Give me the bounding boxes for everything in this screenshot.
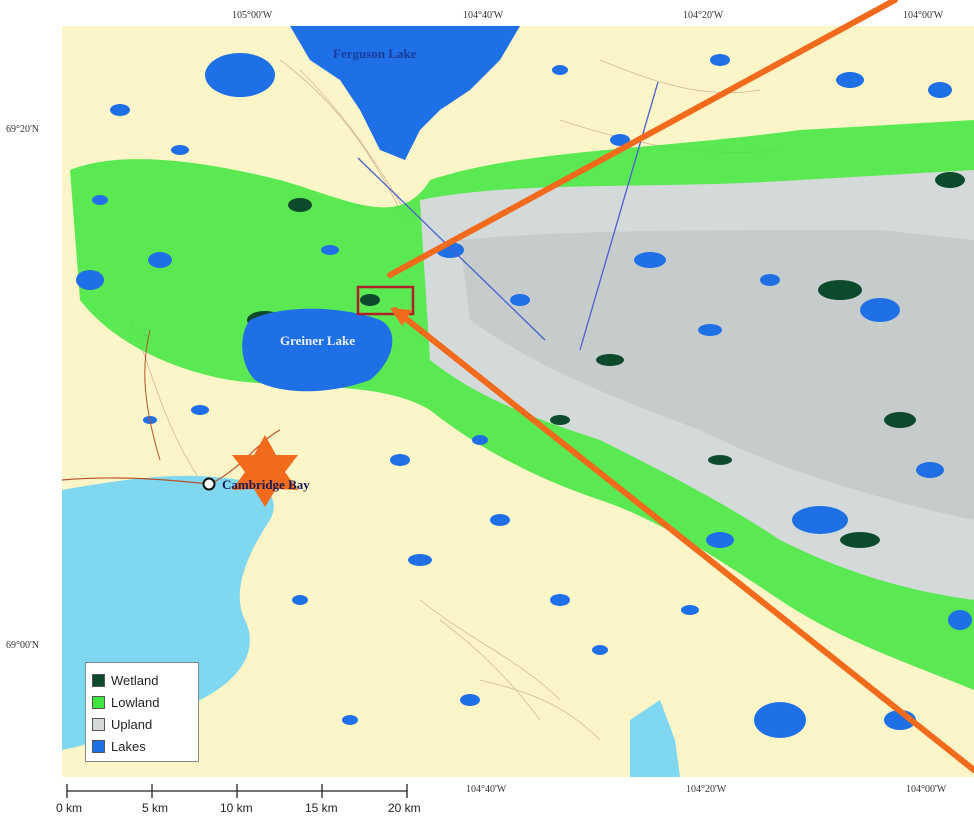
longitude-label: 104°00'W <box>903 10 944 21</box>
label-cambridge-bay: Cambridge Bay <box>222 477 310 492</box>
inlet <box>630 700 680 777</box>
callout-lines <box>387 0 974 773</box>
legend-item: Lakes <box>92 735 192 757</box>
legend-swatch <box>92 673 105 687</box>
ferguson-lake <box>290 26 520 160</box>
legend-item: Lowland <box>92 691 192 713</box>
scale-label: 15 km <box>305 801 338 815</box>
scale-label: 10 km <box>220 801 253 815</box>
legend-swatch <box>92 717 105 731</box>
legend-label: Lakes <box>111 738 146 754</box>
legend-item: Wetland <box>92 669 192 691</box>
legend-label: Upland <box>111 716 153 732</box>
upland-zone-inner <box>460 230 974 520</box>
study-area-box <box>356 285 415 316</box>
legend-swatch <box>92 695 105 709</box>
latitude-label: 69°20'N <box>6 124 40 135</box>
settlement-marker-icon <box>202 477 216 491</box>
legend-label: Wetland <box>111 672 159 688</box>
scale-bar <box>66 784 408 798</box>
longitude-label: 104°40'W <box>466 784 507 795</box>
label-greiner-lake: Greiner Lake <box>280 333 355 348</box>
longitude-label: 104°40'W <box>463 10 504 21</box>
legend-swatch <box>92 739 105 753</box>
small-lakes <box>76 53 972 738</box>
callout-arrowhead <box>390 308 412 326</box>
cambridge-bay-star-icon <box>232 435 298 507</box>
scale-label: 5 km <box>142 801 169 815</box>
road-line-north <box>144 329 161 461</box>
guide-lines <box>357 81 659 351</box>
scale-label: 20 km <box>388 801 421 815</box>
longitude-label: 104°20'W <box>686 784 727 795</box>
longitude-label: 105°00'W <box>232 10 273 21</box>
scale-label: 0 km <box>56 801 83 815</box>
legend-item: Upland <box>92 713 192 735</box>
latitude-label: 69°00'N <box>6 640 40 651</box>
longitude-label: 104°00'W <box>906 784 947 795</box>
longitude-label: 104°20'W <box>683 10 724 21</box>
greiner-lake <box>242 308 393 392</box>
label-ferguson-lake: Ferguson Lake <box>333 46 417 61</box>
legend-label: Lowland <box>111 694 160 710</box>
